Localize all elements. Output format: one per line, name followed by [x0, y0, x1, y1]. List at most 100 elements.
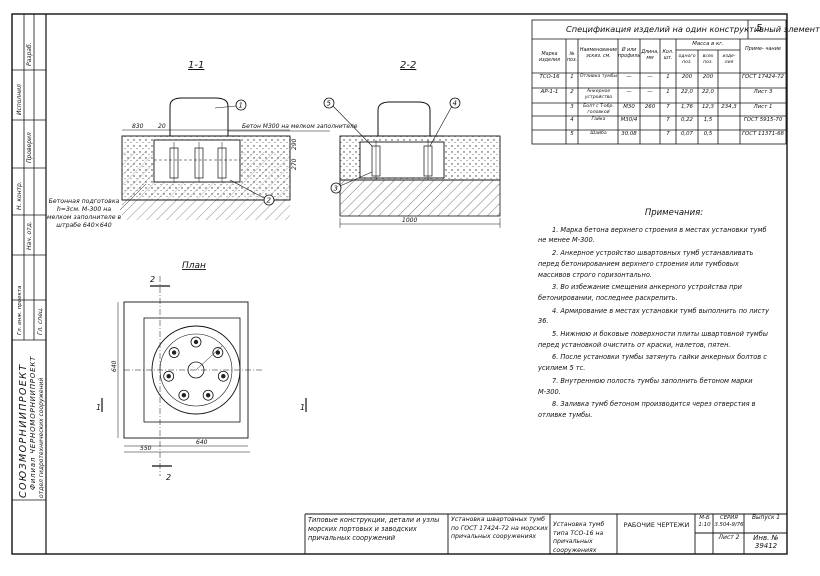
spec-cell-name: Анкерное устройство [584, 89, 613, 100]
note-item: 4. Армирование в местах установки тумб в… [538, 306, 770, 326]
spec-cell-note: Лист 3 [753, 89, 773, 95]
sheet-title: Установка тумб типа ТСО-16 на причальных… [553, 521, 605, 554]
plan-cut-1-left: 1 [96, 403, 101, 412]
spec-cell-qty: 1 [666, 89, 670, 95]
technical-drawing: Разраб. Исполнил Проверил Н. контр. Нач.… [11, 13, 788, 555]
spec-cell-all: 200 [702, 74, 714, 80]
dim-290: 290 [291, 138, 298, 150]
spec-cell-name: Гайка [591, 117, 606, 122]
plan-label: План [182, 261, 206, 271]
spec-title: Спецификация изделий на один конструктив… [566, 24, 820, 34]
side-label-2: Исполнил [16, 84, 23, 115]
spec-cell-note: ГОСТ 17424-72 [742, 74, 784, 80]
spec-cell-all: 22,0 [701, 89, 714, 95]
spec-cell-name: Шайба [590, 131, 607, 136]
spec-cell-len: 260 [644, 104, 656, 110]
title-block [304, 513, 787, 554]
spec-cell-name: Отливка тумбы [579, 74, 618, 79]
branch-name: Филиал ЧЕРНОМОРНИИПРОЕКТ [29, 356, 37, 490]
spec-cell-len: — [647, 74, 653, 80]
note-item: 6. После установки тумбы затянуть гайки … [538, 353, 767, 373]
spec-cell-item: 234,3 [721, 104, 737, 110]
dim-830: 830 [132, 123, 144, 130]
dim-550: 550 [140, 445, 152, 452]
spec-sheet-number: 5 [756, 23, 763, 34]
spec-cell-dia: 30.08 [621, 131, 637, 137]
scale-label: М-Б 1:10 [698, 515, 711, 528]
spec-cell-mark: АР-1-1 [540, 89, 559, 95]
series-title: Типовые конструкции, детали и узлы морск… [308, 516, 440, 542]
side-label-1: Разраб. [26, 42, 33, 66]
note-item: 3. Во избежание смещения анкерного устро… [538, 283, 742, 302]
inv-label: Инв. № 39412 [753, 534, 779, 550]
concrete-note: Бетон М300 на мелком заполнителе [242, 123, 358, 130]
callout-4: 4 [453, 100, 457, 108]
spec-cell-pos: 4 [570, 117, 574, 123]
side-label-4: Н. контр. [16, 181, 23, 210]
spec-cell-all: 0,5 [703, 131, 713, 137]
callout-5: 5 [327, 100, 332, 108]
section-1-label: 1-1 [188, 60, 204, 71]
spec-headers: Марка изделия № поз. Наименование эскиз.… [538, 41, 781, 65]
notes-title: Примечания: [644, 208, 704, 218]
spec-cell-qty: 7 [666, 104, 670, 110]
spec-cell-all: 12,3 [701, 104, 714, 110]
spec-cell-one: 22,0 [680, 89, 693, 95]
spec-cell-dia: М30/4 [620, 117, 638, 123]
anchor-bolt-core [166, 374, 171, 379]
spec-cell-dia: М30 [623, 104, 635, 110]
section-1-drawing: 1 2 830 20 270 290 Бетон М300 на мелком … [121, 97, 358, 220]
plan-drawing: 2 640 640 550 2 1 1 [96, 275, 307, 482]
anchor-bolt-core [193, 339, 199, 345]
anchor-bolt-core [205, 393, 211, 398]
series-label: СЕРИЯ 3.504-9/76 [714, 515, 744, 528]
spec-cell-note: ГОСТ 11371-68 [742, 131, 784, 137]
side-label-5: Нач. отд. [26, 221, 33, 250]
drawing-sheet: Разраб. Исполнил Проверил Н. контр. Нач.… [11, 13, 820, 555]
side-stamp [12, 14, 46, 501]
spec-cell-one: 0,22 [680, 117, 693, 123]
spec-cell-one: 1,76 [680, 104, 693, 110]
note-item: 7. Внутреннюю полость тумбы заполнить бе… [538, 376, 753, 396]
hdr-one: одного поз. [678, 54, 696, 65]
side-label-7: Гл. спец. [37, 307, 44, 335]
spec-cell-pos: 1 [570, 74, 574, 80]
spec-cell-qty: 1 [666, 74, 670, 80]
spec-cell-qty: 7 [666, 131, 670, 137]
note-item: 5. Нижнюю и боковые поверхности плиты шв… [538, 330, 768, 349]
hdr-mark: Марка изделия [538, 52, 560, 63]
note-item: 1. Марка бетона верхнего строения в мест… [538, 225, 767, 245]
hdr-len: Длина, мм [641, 50, 659, 61]
anchor-bolt-core [221, 374, 226, 379]
anchor-bolt-core [181, 393, 187, 398]
dim-270: 270 [291, 158, 298, 170]
spec-cell-dia: — [626, 89, 632, 95]
spec-cell-name: Болт с T-обр. головкой [583, 104, 614, 115]
spec-cell-one: 200 [681, 74, 693, 80]
spec-cell-all: 1,5 [703, 117, 713, 123]
dim-1000: 1000 [402, 217, 417, 224]
spec-table [531, 19, 787, 145]
spec-cell-pos: 2 [570, 89, 574, 95]
callout-1: 1 [239, 102, 243, 110]
dept-name: отдел гидротехнических сооружений [38, 378, 45, 498]
hdr-name: Наименование эскиз. см. [579, 48, 618, 59]
hdr-all: всех поз. [702, 54, 714, 65]
work-title: Установка швартовных тумб по ГОСТ 17424-… [451, 516, 548, 540]
notes-block: Примечания: 1. Марка бетона верхнего стр… [538, 208, 770, 423]
spec-cell-qty: 7 [666, 117, 670, 123]
dim-640-v: 640 [111, 360, 118, 372]
issue-label: Выпуск 1 [752, 515, 780, 521]
org-name: СОЮЗМОРНИИПРОЕКТ [18, 363, 29, 498]
section-2-drawing: 5 4 3 1000 [323, 97, 501, 228]
dim-640-h: 640 [196, 439, 208, 446]
callout-2: 2 [267, 197, 272, 205]
side-label-6: Гл. инж. проекта [17, 285, 23, 335]
spec-cell-pos: 5 [570, 131, 574, 137]
spec-cell-len: — [647, 89, 653, 95]
sheet-label: Лист 2 [718, 534, 740, 541]
side-label-3: Проверил [26, 132, 33, 163]
note-item: 8. Заливка тумб бетоном производится чер… [538, 400, 756, 419]
plan-cut-2-top: 2 [150, 275, 155, 284]
